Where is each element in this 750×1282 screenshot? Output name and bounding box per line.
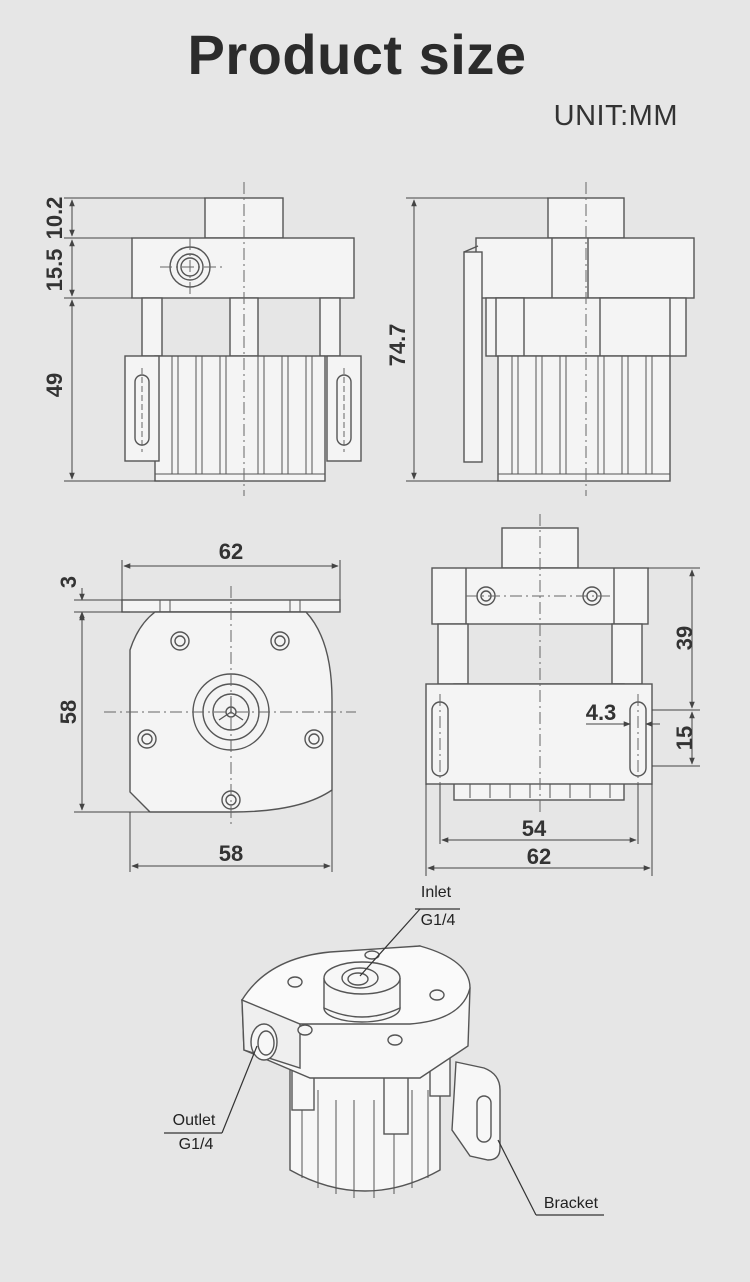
bracket-label: Bracket xyxy=(544,1195,599,1212)
dim-58-width: 58 xyxy=(219,841,243,866)
inlet-label: Inlet xyxy=(421,884,452,901)
dim-62-bottom: 62 xyxy=(527,844,551,869)
side-view xyxy=(463,197,695,482)
dim-74-7: 74.7 xyxy=(385,324,410,367)
rear-view xyxy=(425,527,653,801)
isometric-view xyxy=(240,945,501,1198)
page-title: Product size xyxy=(187,23,527,86)
top-view-centerlines xyxy=(104,586,356,828)
dim-58-height: 58 xyxy=(56,700,81,724)
rear-view-centerlines xyxy=(439,514,639,812)
side-view-dim-lines xyxy=(406,197,548,482)
outlet-spec: G1/4 xyxy=(179,1136,214,1153)
dim-10-2: 10.2 xyxy=(42,197,67,240)
dim-54: 54 xyxy=(522,816,547,841)
dim-4-3: 4.3 xyxy=(586,700,617,725)
rear-view-dim-lines xyxy=(425,567,700,876)
front-view xyxy=(124,197,362,482)
outlet-label: Outlet xyxy=(173,1112,216,1129)
dim-62-top: 62 xyxy=(219,539,243,564)
dim-15: 15 xyxy=(672,726,697,750)
dim-15-5: 15.5 xyxy=(42,249,67,292)
inlet-spec: G1/4 xyxy=(421,912,456,929)
top-view-dim-lines xyxy=(74,560,341,872)
front-view-centerlines xyxy=(160,182,245,496)
dim-3: 3 xyxy=(56,576,81,588)
front-view-dim-lines xyxy=(64,197,205,482)
unit-label: UNIT:MM xyxy=(553,100,678,132)
dim-49: 49 xyxy=(42,373,67,397)
callout-leaders xyxy=(164,908,604,1216)
dim-39: 39 xyxy=(672,626,697,650)
front-view-slot-centerlines xyxy=(141,368,345,452)
